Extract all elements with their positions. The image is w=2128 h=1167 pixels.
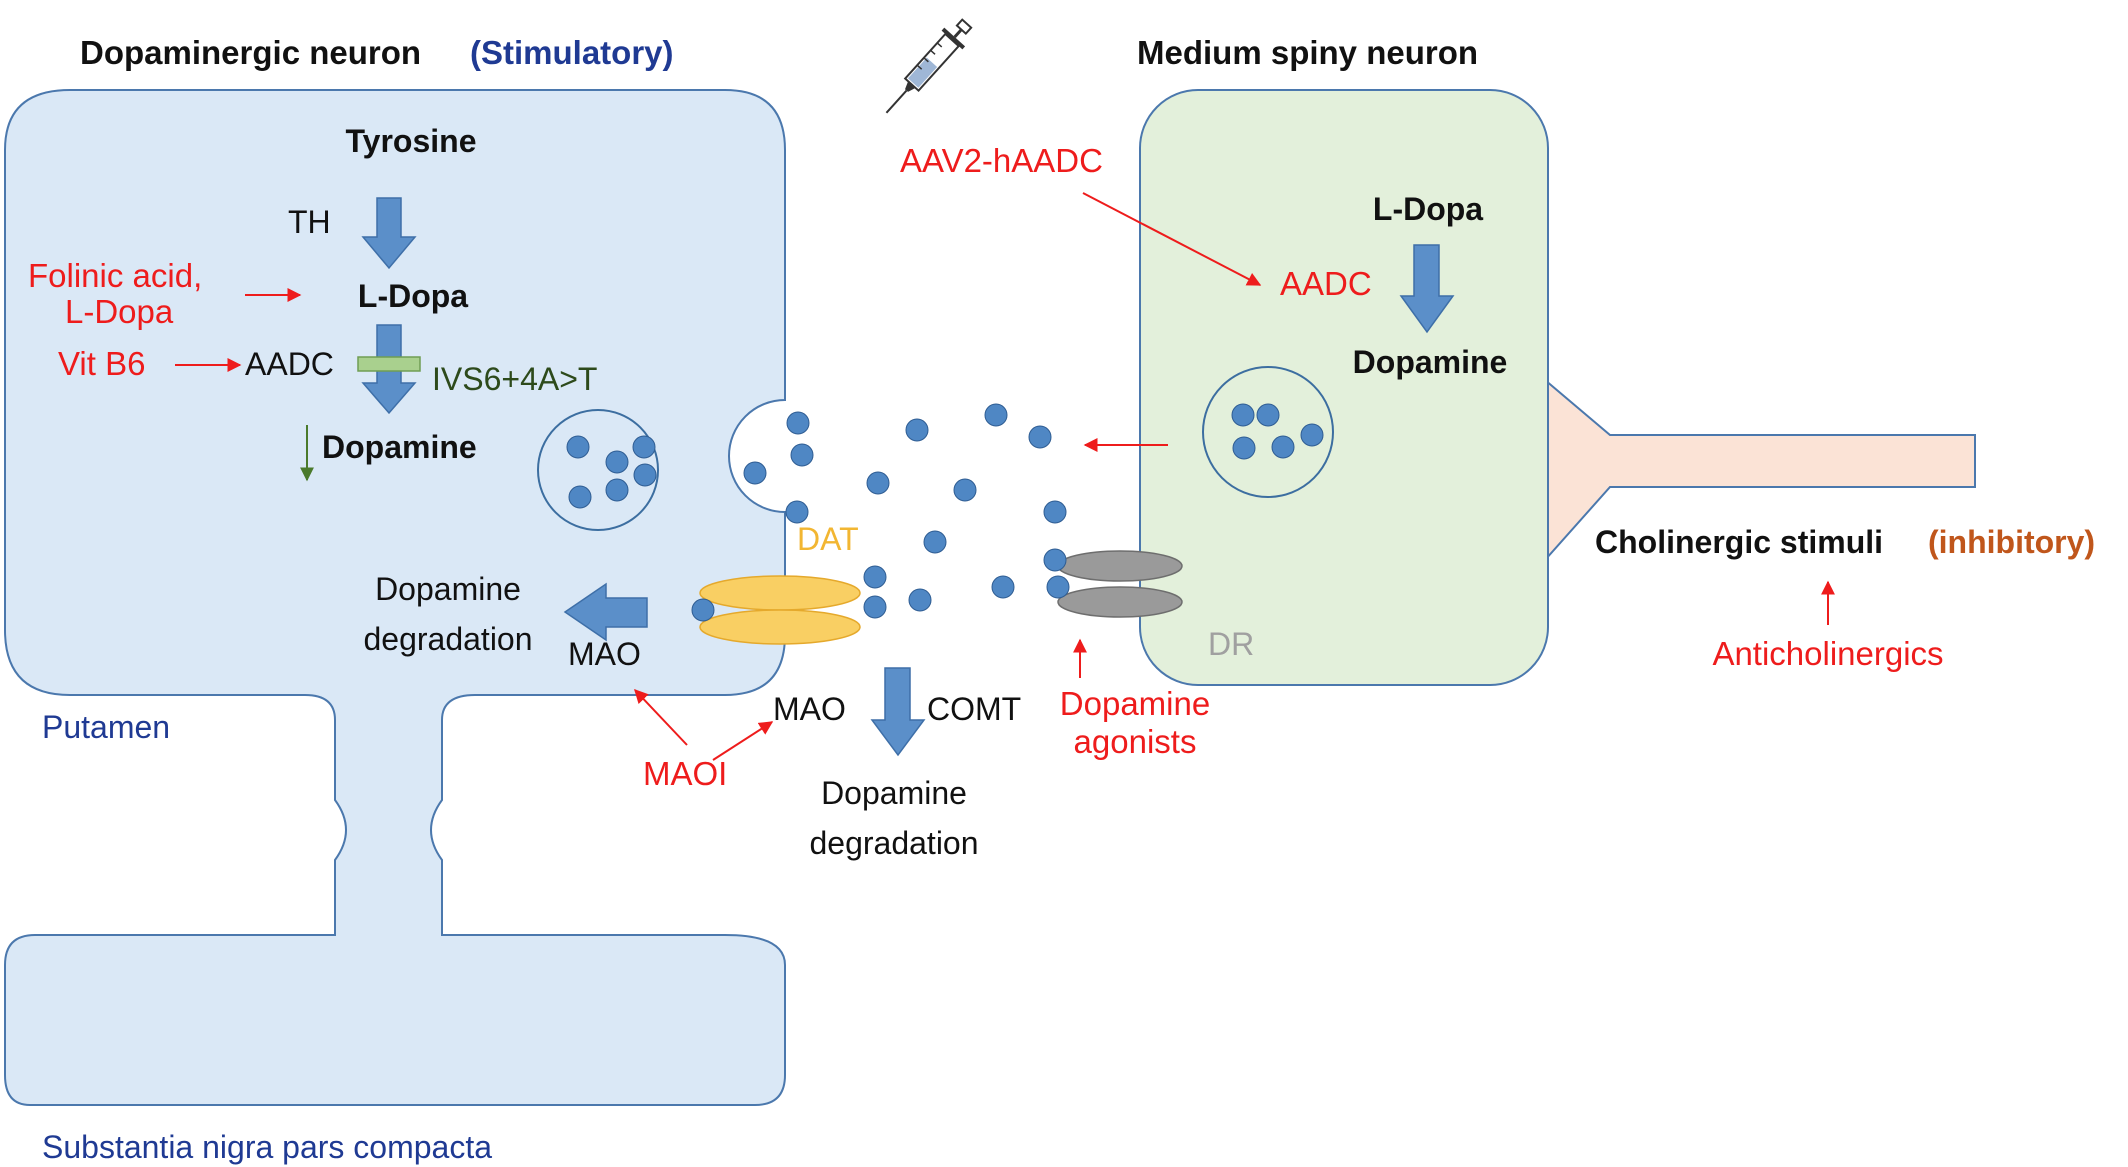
th-label: TH <box>288 204 331 240</box>
degradation-arrow-left <box>563 582 648 642</box>
aadc-right-label: AADC <box>1280 265 1372 302</box>
mutation-label: IVS6+4A>T <box>432 361 597 397</box>
dopamine-degradation-left-2: degradation <box>363 621 532 657</box>
msn-title: Medium spiny neuron <box>1137 34 1478 71</box>
aav2-label: AAV2-hAADC <box>900 142 1103 179</box>
anticholinergics-label: Anticholinergics <box>1712 635 1943 672</box>
degradation-arrow-center <box>870 667 926 757</box>
folinic-acid-label-1: Folinic acid, <box>28 257 202 294</box>
syringe-icon <box>885 18 973 114</box>
dat-label: DAT <box>797 521 859 557</box>
synthesis-arrow-1 <box>361 197 417 270</box>
dopamine-agonists-2: agonists <box>1074 723 1197 760</box>
mao-center-label: MAO <box>773 691 846 727</box>
dopamine-degradation-left-1: Dopamine <box>375 571 521 607</box>
putamen-label: Putamen <box>42 709 170 745</box>
dat-transporter <box>699 575 861 645</box>
right-vesicle <box>1202 366 1334 498</box>
vitb6-label: Vit B6 <box>58 345 145 382</box>
synthesis-arrow-right <box>1399 244 1455 334</box>
inhibitory-label: (inhibitory) <box>1928 524 2095 560</box>
dopamine-degradation-center-1: Dopamine <box>821 775 967 811</box>
folinic-acid-label-2: L-Dopa <box>65 293 174 330</box>
comt-label: COMT <box>927 691 1021 727</box>
tyrosine-label: Tyrosine <box>346 123 477 159</box>
aadc-left-label: AADC <box>245 346 334 382</box>
dopamine-agonists-1: Dopamine <box>1060 685 1210 722</box>
mutation-block-bar <box>357 356 421 372</box>
dopamine-right-label: Dopamine <box>1353 344 1508 380</box>
mao-left-label: MAO <box>568 636 641 672</box>
dopaminergic-neuron <box>4 89 786 1106</box>
dopamine-molecules <box>566 403 1324 622</box>
dopamine-receptor <box>1057 550 1183 618</box>
stimulatory-label: (Stimulatory) <box>470 34 674 71</box>
cholinergic-label: Cholinergic stimuli <box>1595 524 1883 560</box>
maoi-label: MAOI <box>643 755 727 792</box>
substantia-label: Substantia nigra pars compacta <box>42 1129 492 1165</box>
dopamine-left-label: Dopamine <box>322 429 477 465</box>
dr-label: DR <box>1208 626 1254 662</box>
ldopa-right-label: L-Dopa <box>1373 191 1483 227</box>
red-arrows <box>175 192 1835 761</box>
dopaminergic-title: Dopaminergic neuron <box>80 34 421 71</box>
ldopa-left-label: L-Dopa <box>358 278 468 314</box>
medium-spiny-neuron <box>1139 89 1976 686</box>
dopamine-degradation-center-2: degradation <box>809 825 978 861</box>
left-vesicle <box>537 409 659 531</box>
